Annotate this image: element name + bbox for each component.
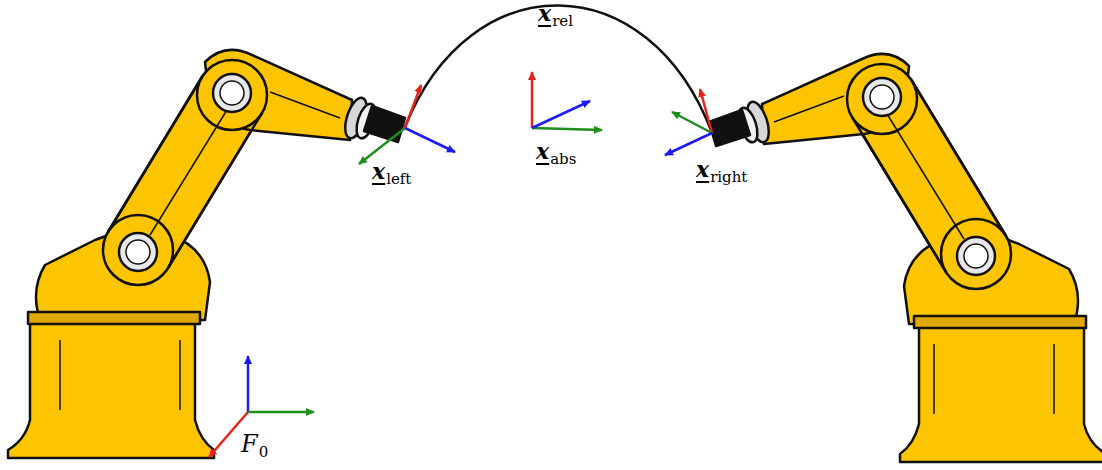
frame-label: xabs [536, 140, 576, 167]
symbol: x [538, 0, 551, 26]
symbol: x [696, 156, 709, 182]
subscript: left [386, 170, 411, 188]
symbol: x [372, 158, 385, 184]
frame-label: xrel [538, 2, 573, 29]
subscript: rel [552, 12, 573, 30]
frame-label: F0 [241, 432, 268, 460]
subscript: right [710, 168, 747, 186]
subscript: abs [550, 150, 576, 168]
subscript: 0 [259, 443, 269, 461]
frame-label: xleft [372, 160, 411, 187]
frame-label: xright [696, 158, 747, 185]
symbol: x [536, 138, 549, 164]
symbol: F [241, 430, 258, 458]
